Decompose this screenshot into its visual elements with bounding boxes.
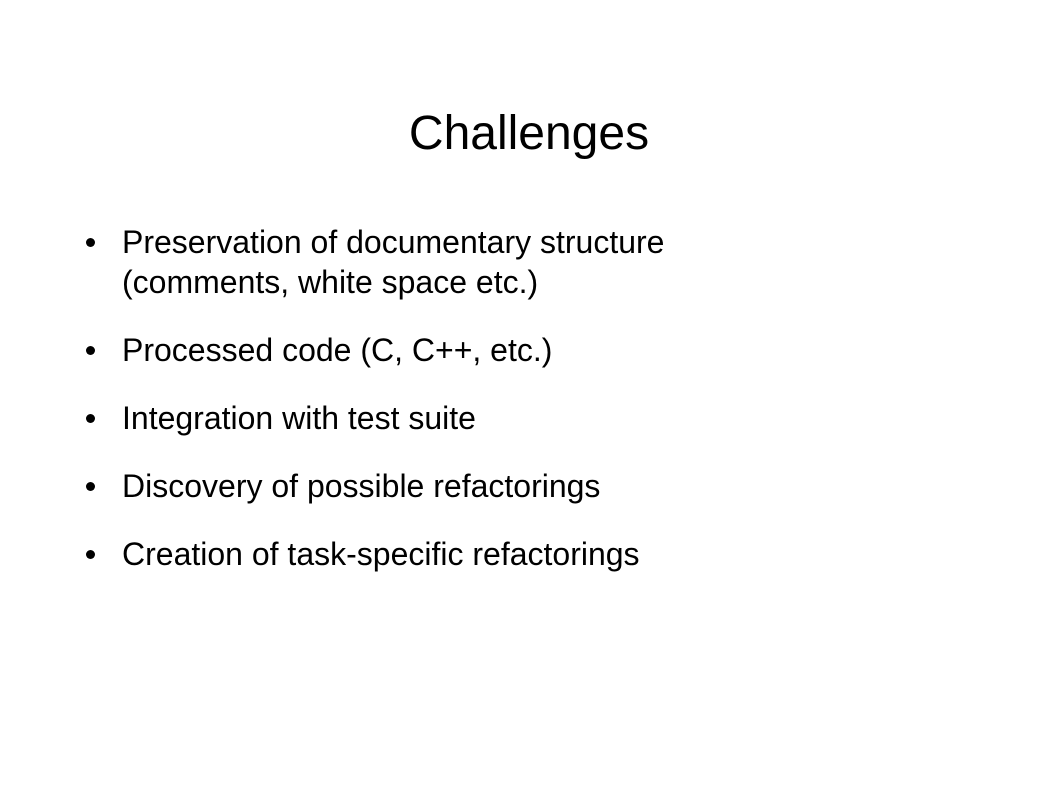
bullet-text-line2: (comments, white space etc.) [122,264,539,300]
slide-title: Challenges [408,107,650,160]
bullet-text-line1: Discovery of possible refactorings [122,468,601,504]
bullet-text-line1: Preservation of documentary structure [122,224,665,260]
list-item: Discovery of possible refactorings [86,466,1016,506]
bullet-icon [86,414,95,423]
bullet-icon [86,550,95,559]
list-item: Creation of task-specific refactorings [86,534,1016,574]
bullet-icon [86,482,95,491]
list-item: Integration with test suite [86,398,1016,438]
bullet-text-line1: Processed code (C, C++, etc.) [122,332,553,368]
bullet-list: Preservation of documentary structure (c… [86,222,1016,602]
list-item: Preservation of documentary structure (c… [86,222,1016,302]
list-item: Processed code (C, C++, etc.) [86,330,1016,370]
bullet-text-line1: Integration with test suite [122,400,476,436]
bullet-icon [86,346,95,355]
bullet-icon [86,238,95,247]
bullet-text-line1: Creation of task-specific refactorings [122,536,640,572]
